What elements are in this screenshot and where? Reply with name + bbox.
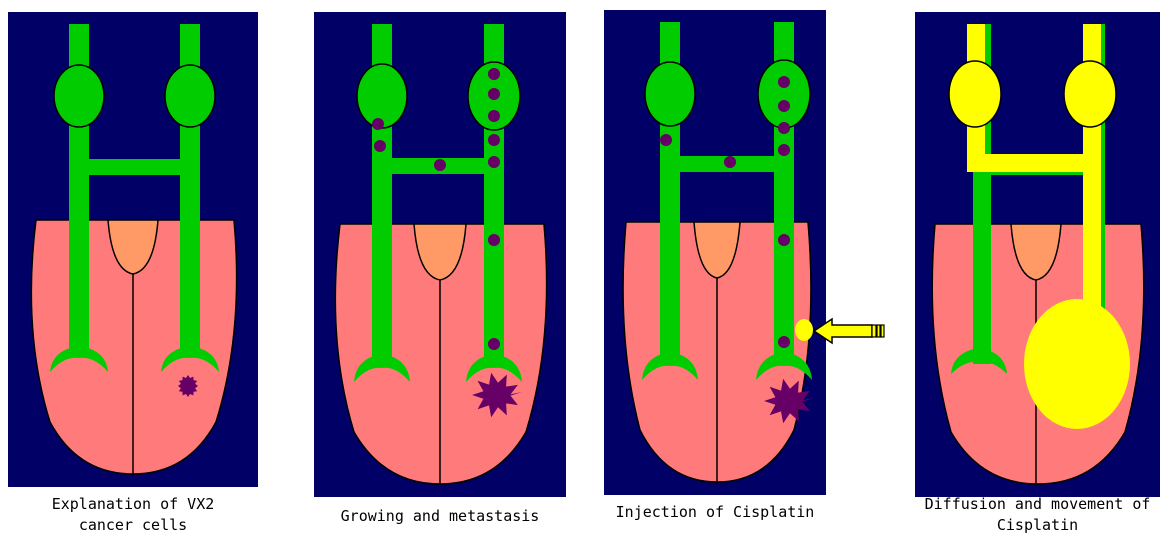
cisplatin-connecting-vessel (967, 154, 1101, 172)
caption-metastasis: Growing and metastasis (314, 506, 566, 527)
diagram-injection (604, 10, 826, 495)
caption-line: cancer cells (8, 515, 258, 536)
caption-explanation: Explanation of VX2 cancer cells (8, 494, 258, 536)
cancer-cell (778, 144, 790, 156)
cancer-cell (488, 110, 500, 122)
panel-diffusion (915, 12, 1160, 497)
caption-line: Diffusion and movement of (900, 494, 1175, 515)
left-lymph-node (54, 65, 104, 127)
caption-line: Explanation of VX2 (8, 494, 258, 515)
cisplatin-diffusion (1024, 299, 1130, 429)
right-lymph-node (165, 65, 215, 127)
cancer-cell (778, 234, 790, 246)
cancer-cell (488, 68, 500, 80)
diagram-explanation (8, 12, 258, 487)
injection-arrow-icon (812, 316, 886, 346)
cancer-cell (778, 76, 790, 88)
left-lymph-node (645, 62, 695, 126)
panel-metastasis (314, 12, 566, 497)
cisplatin-droplet (795, 319, 813, 341)
cancer-cell (778, 100, 790, 112)
panel-injection (604, 10, 826, 495)
cancer-cell (488, 88, 500, 100)
caption-diffusion: Diffusion and movement of Cisplatin (900, 494, 1175, 536)
cancer-cell (778, 336, 790, 348)
panel-explanation (8, 12, 258, 487)
right-lymph-node (758, 60, 810, 128)
cancer-cell (778, 122, 790, 134)
cancer-cell (488, 234, 500, 246)
cancer-cell (488, 134, 500, 146)
cancer-cell (488, 156, 500, 168)
diagram-diffusion (915, 12, 1160, 497)
cancer-cell (372, 118, 384, 130)
cancer-cell (724, 156, 736, 168)
cancer-cell (660, 134, 672, 146)
left-lymph-node-cisplatin (949, 61, 1001, 127)
caption-injection: Injection of Cisplatin (604, 502, 826, 523)
connecting-vessel (69, 159, 200, 175)
caption-line: Growing and metastasis (314, 506, 566, 527)
left-lymph-node (357, 64, 407, 128)
caption-line: Injection of Cisplatin (604, 502, 826, 523)
cancer-cell (488, 338, 500, 350)
right-lymph-node-cisplatin (1064, 61, 1116, 127)
caption-line: Cisplatin (900, 515, 1175, 536)
cancer-cell (374, 140, 386, 152)
diagram-metastasis (314, 12, 566, 497)
cancer-cell (434, 159, 446, 171)
